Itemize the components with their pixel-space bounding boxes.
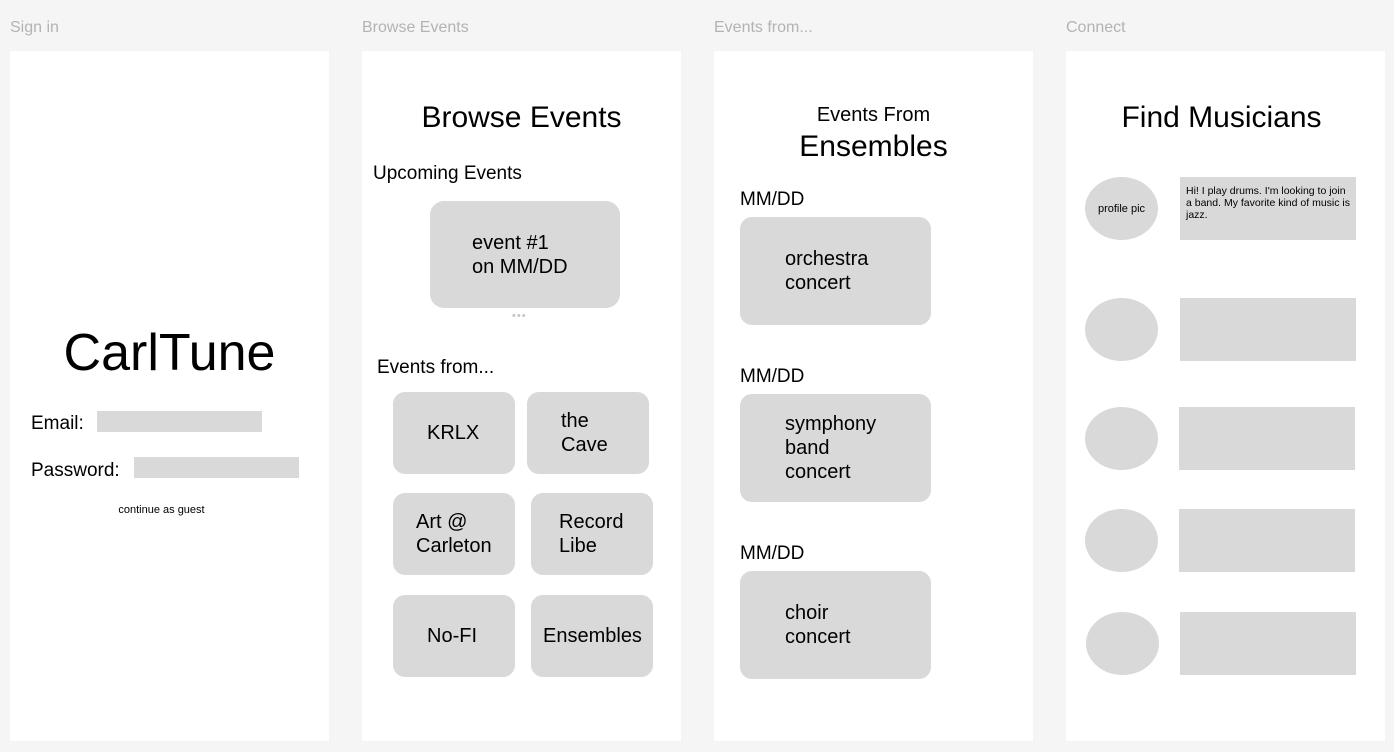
password-field[interactable] xyxy=(134,457,299,478)
source-tile-record-libe[interactable]: Record Libe xyxy=(531,493,653,575)
avatar[interactable] xyxy=(1086,612,1159,675)
source-tile-ensembles[interactable]: Ensembles xyxy=(531,595,653,677)
source-tile-art-carleton[interactable]: Art @ Carleton xyxy=(393,493,515,575)
event-card-orchestra-concert[interactable]: orchestra concert xyxy=(740,217,931,325)
continue-as-guest-link[interactable]: continue as guest xyxy=(118,504,205,516)
app-title: CarlTune xyxy=(63,324,276,382)
page-title: Ensembles xyxy=(799,130,948,163)
avatar[interactable]: profile pic xyxy=(1085,177,1158,240)
connect-frame: Find Musicians profile pic Hi! I play dr… xyxy=(1066,51,1385,741)
source-tile-the-cave[interactable]: the Cave xyxy=(527,392,649,474)
page-title: Browse Events xyxy=(421,101,622,134)
frame-label-events-from: Events from... xyxy=(714,19,813,36)
avatar[interactable] xyxy=(1085,298,1158,361)
event-date: MM/DD xyxy=(740,366,805,387)
profile-bio[interactable] xyxy=(1180,612,1356,675)
events-from-heading: Events from... xyxy=(377,357,495,378)
sign-in-frame: CarlTune Email: Password: continue as gu… xyxy=(10,51,329,741)
email-label: Email: xyxy=(31,413,84,434)
frame-label-connect: Connect xyxy=(1066,19,1126,36)
source-tile-krlx[interactable]: KRLX xyxy=(393,392,515,474)
profile-bio[interactable] xyxy=(1179,509,1355,572)
event-date: MM/DD xyxy=(740,189,805,210)
password-label: Password: xyxy=(31,460,120,481)
profile-bio[interactable] xyxy=(1180,298,1356,361)
profile-bio[interactable]: Hi! I play drums. I'm looking to join a … xyxy=(1180,177,1356,240)
avatar[interactable] xyxy=(1085,509,1158,572)
upcoming-event-card[interactable]: event #1 on MM/DD xyxy=(430,201,620,308)
ensembles-events-frame: Events From Ensembles MM/DD orchestra co… xyxy=(714,51,1033,741)
event-date: MM/DD xyxy=(740,543,805,564)
frame-label-sign-in: Sign in xyxy=(10,19,59,36)
avatar[interactable] xyxy=(1085,407,1158,470)
email-field[interactable] xyxy=(97,411,262,432)
upcoming-events-heading: Upcoming Events xyxy=(373,163,522,184)
page-title: Find Musicians xyxy=(1121,101,1322,134)
carousel-dots[interactable]: ••• xyxy=(512,310,527,322)
profile-bio[interactable] xyxy=(1179,407,1355,470)
event-card-choir-concert[interactable]: choir concert xyxy=(740,571,931,679)
browse-events-frame: Browse Events Upcoming Events event #1 o… xyxy=(362,51,681,741)
event-card-symphony-band-concert[interactable]: symphony band concert xyxy=(740,394,931,502)
page-subtitle: Events From xyxy=(816,104,931,126)
frame-label-browse-events: Browse Events xyxy=(362,19,469,36)
source-tile-no-fi[interactable]: No-FI xyxy=(393,595,515,677)
